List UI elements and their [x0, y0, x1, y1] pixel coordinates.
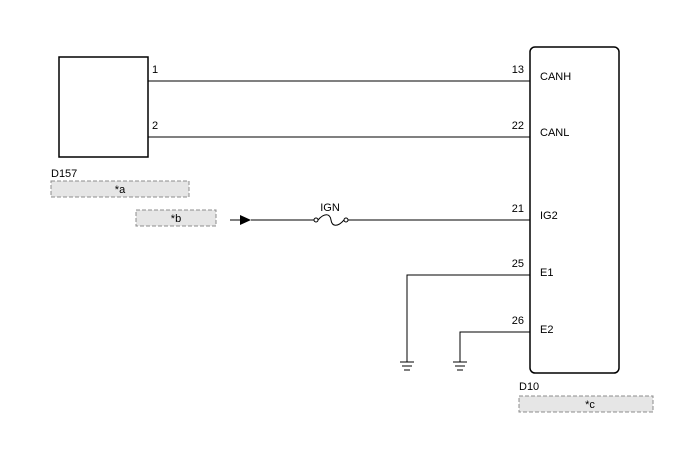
tag-a-label: *a — [115, 184, 126, 196]
tag-c-label: *c — [585, 399, 595, 411]
component-d157-pin-1: 1 — [152, 64, 158, 76]
d10-signal-canh: CANH — [540, 71, 571, 83]
d10-signal-ig2: IG2 — [540, 210, 558, 222]
d10-pin-22: 22 — [512, 120, 524, 132]
component-d10-id: D10 — [519, 381, 539, 393]
ground-e2-icon — [453, 361, 467, 371]
wire-e2 — [459, 331, 530, 362]
tag-c-box — [518, 395, 654, 413]
d10-pin-25: 25 — [512, 258, 524, 270]
d10-pin-13: 13 — [512, 64, 524, 76]
ground-e1-icon — [400, 361, 414, 371]
tag-a-box — [50, 180, 190, 198]
component-d157-id: D157 — [51, 168, 77, 180]
supply-arrow-icon — [240, 215, 251, 225]
fuse-icon — [317, 214, 345, 226]
tag-b-label: *b — [171, 213, 181, 225]
component-d157-pin-2: 2 — [152, 120, 158, 132]
tag-b-box — [135, 209, 217, 227]
fuse-terminal-left — [313, 217, 319, 223]
d10-pin-26: 26 — [512, 315, 524, 327]
wire-e1 — [406, 274, 530, 362]
d10-pin-21: 21 — [512, 203, 524, 215]
component-d10-box — [529, 46, 620, 374]
component-d157-box — [58, 56, 149, 158]
d10-signal-e2: E2 — [540, 324, 553, 336]
fuse-label: IGN — [320, 202, 340, 214]
d10-signal-e1: E1 — [540, 267, 553, 279]
d10-signal-canl: CANL — [540, 127, 569, 139]
fuse-terminal-right — [343, 217, 349, 223]
